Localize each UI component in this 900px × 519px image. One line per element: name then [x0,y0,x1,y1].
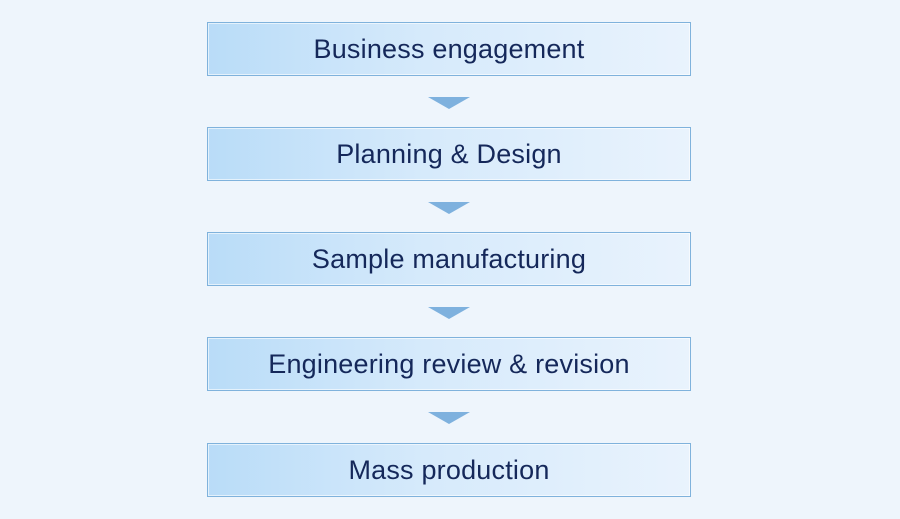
down-arrow-icon [428,412,470,424]
down-arrow-icon [428,97,470,109]
step-label: Engineering review & revision [268,348,630,379]
down-arrow-icon [428,307,470,319]
step-label: Mass production [348,454,550,485]
down-arrow-icon [428,202,470,214]
step-engineering-review: Engineering review & revision [207,337,691,391]
step-sample-manufacturing: Sample manufacturing [207,232,691,286]
step-mass-production: Mass production [207,443,691,497]
step-label: Planning & Design [336,138,562,169]
step-planning-design: Planning & Design [207,127,691,181]
step-label: Business engagement [313,33,585,64]
step-label: Sample manufacturing [311,243,587,274]
step-business-engagement: Business engagement [207,22,691,76]
